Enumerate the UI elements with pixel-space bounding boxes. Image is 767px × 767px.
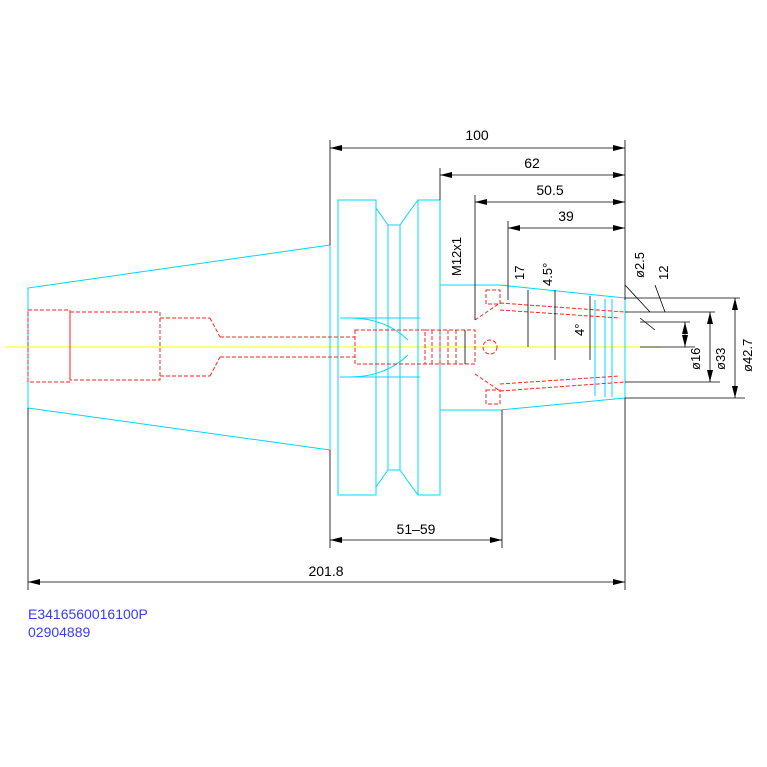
dim-dia-33: ø33 bbox=[713, 348, 728, 370]
dim-39: 39 bbox=[558, 208, 574, 224]
dim-dia-42-7: ø42.7 bbox=[740, 339, 755, 372]
holder-body-outline bbox=[27, 199, 626, 496]
hidden-internal-geometry bbox=[27, 289, 626, 405]
dim-201-8: 201.8 bbox=[308, 563, 343, 579]
dimension-arrows bbox=[28, 145, 738, 585]
dim-12: 12 bbox=[656, 266, 671, 280]
dim-angle-4-5: 4.5° bbox=[540, 263, 555, 286]
dim-thread-m12x1: M12x1 bbox=[449, 237, 464, 276]
dim-dia-16: ø16 bbox=[688, 348, 703, 370]
part-code-line-1: E3416560016100P bbox=[28, 606, 148, 622]
dim-50-5: 50.5 bbox=[536, 182, 563, 198]
dim-100: 100 bbox=[465, 127, 489, 143]
dim-angle-4: 4° bbox=[572, 324, 587, 336]
dim-51-59: 51–59 bbox=[397, 521, 436, 537]
dim-dia-2-5: ø2.5 bbox=[632, 252, 647, 278]
dim-62: 62 bbox=[524, 155, 540, 171]
dimension-lines bbox=[27, 140, 745, 590]
dim-17: 17 bbox=[512, 266, 527, 280]
part-code-line-2: 02904889 bbox=[28, 624, 91, 640]
